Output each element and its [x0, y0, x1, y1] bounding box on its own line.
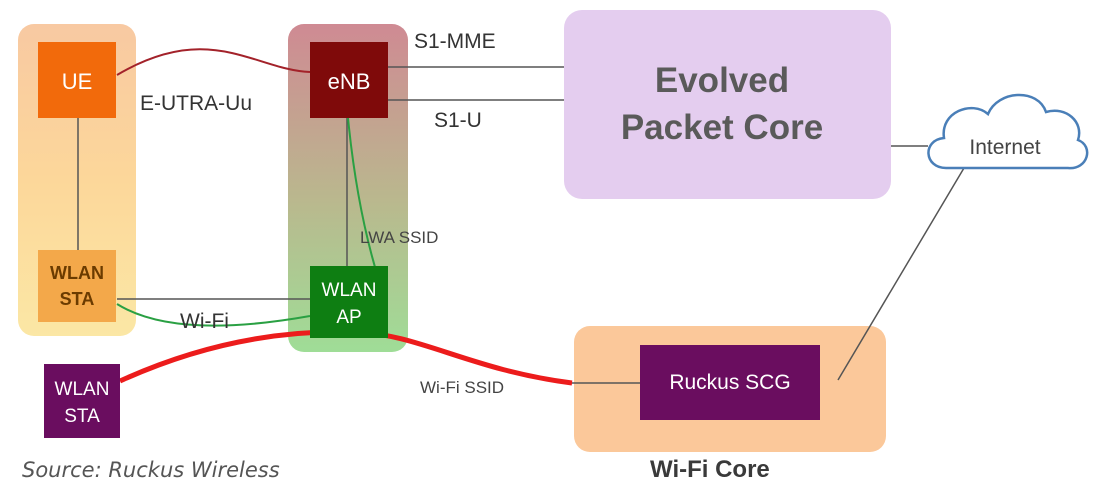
- ruckus-scg-label: Ruckus SCG: [669, 371, 790, 394]
- epc-box[interactable]: [564, 10, 891, 199]
- wifi-label: Wi-Fi: [180, 310, 229, 333]
- scg-to-internet-link: [837, 167, 965, 381]
- ruckus-scg-box[interactable]: [640, 345, 820, 420]
- e-utra-uu-link: [116, 48, 311, 76]
- lwa-ssid-label: LWA SSID: [360, 228, 438, 247]
- wifi-link: [116, 303, 311, 327]
- e-utra-uu-label: E-UTRA-Uu: [140, 92, 252, 115]
- ue-wlan-sta-label-2: STA: [60, 289, 95, 309]
- wlan-ap-box[interactable]: [310, 266, 388, 338]
- enb-label: eNB: [328, 69, 371, 94]
- wifi-core-title: Wi-Fi Core: [650, 456, 770, 483]
- s1-mme-label: S1-MME: [414, 30, 496, 53]
- wlan-sta-standalone-box[interactable]: [44, 364, 120, 438]
- wlan-ap-label-2: AP: [336, 307, 361, 328]
- wlan-sta-standalone-label-1: WLAN: [55, 379, 110, 400]
- internet-label: Internet: [969, 136, 1040, 159]
- wlan-ap-label-1: WLAN: [322, 280, 377, 301]
- internet-cloud-icon[interactable]: [927, 93, 1089, 170]
- epc-label-1: Evolved: [655, 61, 789, 100]
- wlan-sta-standalone-label-2: STA: [64, 406, 100, 427]
- ue-wlan-sta-box[interactable]: [38, 250, 116, 322]
- wifi-ssid-label: Wi-Fi SSID: [420, 378, 504, 397]
- s1-u-label: S1-U: [434, 109, 482, 132]
- source-caption: Source: Ruckus Wireless: [22, 458, 280, 482]
- enb-box[interactable]: [310, 42, 388, 118]
- ue-box[interactable]: [38, 42, 116, 118]
- epc-label-2: Packet Core: [621, 108, 823, 147]
- ue-label: UE: [62, 69, 93, 94]
- ue-wlan-sta-label-1: WLAN: [50, 263, 104, 283]
